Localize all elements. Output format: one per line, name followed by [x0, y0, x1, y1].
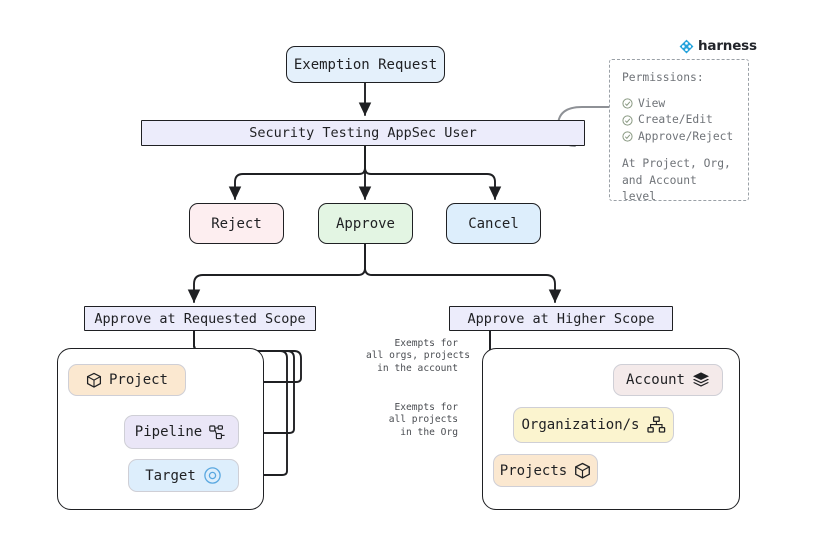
- node-account[interactable]: Account: [613, 364, 723, 396]
- node-project[interactable]: Project: [68, 364, 186, 396]
- node-label: Reject: [211, 215, 262, 232]
- node-exemption-request[interactable]: Exemption Request: [286, 46, 445, 83]
- permission-label: Approve/Reject: [638, 129, 734, 143]
- edge-label-exempts-org: Exempts for all projects in the Org: [388, 402, 458, 438]
- node-approve-at-requested-scope[interactable]: Approve at Requested Scope: [84, 306, 316, 331]
- check-circle-icon: [622, 98, 633, 109]
- permission-label: View: [638, 96, 666, 110]
- permission-item: View: [622, 96, 736, 113]
- node-cancel[interactable]: Cancel: [446, 203, 541, 244]
- node-label: Target: [145, 467, 196, 484]
- pipeline-nodes-icon: [209, 424, 228, 440]
- node-label: Pipeline: [134, 424, 203, 440]
- permission-item: Create/Edit: [622, 112, 736, 129]
- node-approve-at-higher-scope[interactable]: Approve at Higher Scope: [449, 306, 673, 331]
- check-circle-icon: [622, 131, 633, 142]
- node-security-testing-appsec-user[interactable]: Security Testing AppSec User: [141, 120, 585, 146]
- cube-icon: [86, 372, 102, 389]
- node-pipeline[interactable]: Pipeline: [124, 415, 239, 449]
- node-label: Account: [625, 372, 685, 388]
- node-label: Approve at Higher Scope: [467, 310, 655, 327]
- node-projects[interactable]: Projects: [493, 454, 598, 487]
- permissions-footer-line2: and Account level: [622, 173, 697, 204]
- node-label: Project: [108, 372, 168, 388]
- node-label: Organization/s: [521, 417, 640, 433]
- node-label: Security Testing AppSec User: [249, 125, 477, 141]
- cube-icon: [574, 462, 591, 480]
- permission-label: Create/Edit: [638, 113, 713, 126]
- node-target[interactable]: Target: [128, 459, 239, 492]
- node-label: Exemption Request: [293, 56, 438, 73]
- target-circle-icon: [203, 466, 222, 485]
- node-label: Approve: [335, 215, 395, 232]
- harness-brand: harness: [679, 38, 757, 54]
- permissions-panel: Permissions: View Create/Edit: [609, 59, 749, 203]
- layers-icon: [692, 371, 710, 389]
- org-hierarchy-icon: [646, 416, 666, 434]
- check-circle-icon: [622, 115, 633, 126]
- harness-brand-name: harness: [698, 38, 757, 54]
- permissions-footer-line1: At Project, Org,: [622, 157, 731, 170]
- node-label: Projects: [499, 462, 568, 479]
- edge-label-exempts-account: Exempts for all orgs, projects in the ac…: [366, 338, 470, 374]
- node-organizations[interactable]: Organization/s: [513, 407, 674, 443]
- permission-item: Approve/Reject: [622, 129, 736, 146]
- node-label: Approve at Requested Scope: [94, 310, 306, 327]
- node-approve[interactable]: Approve: [318, 203, 413, 244]
- node-reject[interactable]: Reject: [189, 203, 284, 244]
- node-label: Cancel: [468, 215, 519, 232]
- harness-diamond-logo: [679, 39, 694, 54]
- permissions-heading: Permissions:: [622, 71, 704, 84]
- permissions-list: View Create/Edit Approve/Reject: [622, 96, 736, 146]
